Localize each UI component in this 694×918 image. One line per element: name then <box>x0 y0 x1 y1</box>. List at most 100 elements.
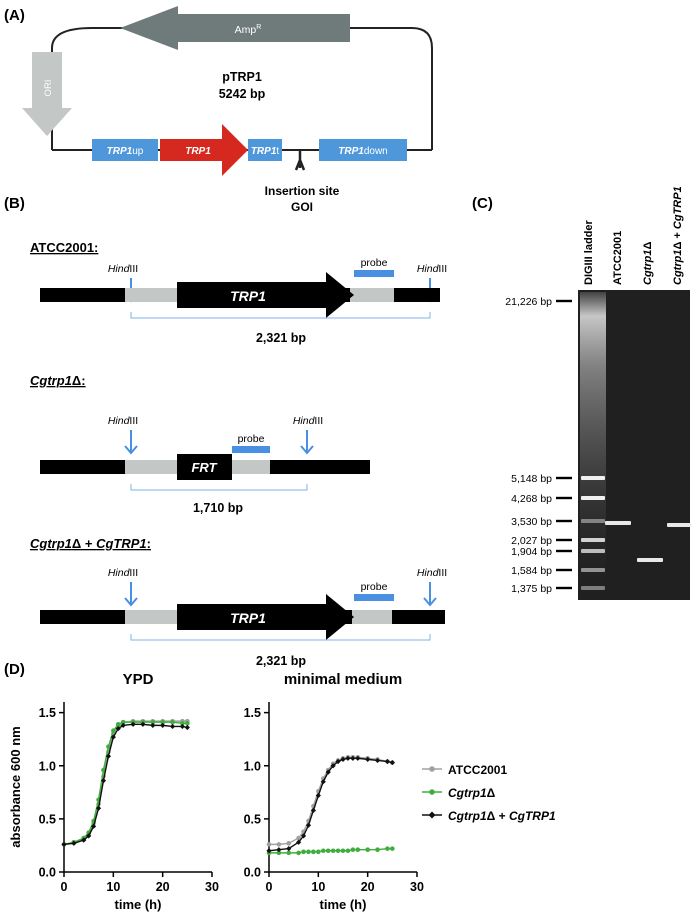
upstream-region <box>125 610 177 624</box>
x-tick-label: 10 <box>311 880 325 894</box>
x-axis-label: time (h) <box>320 897 367 912</box>
data-point <box>345 755 351 761</box>
x-tick-label: 30 <box>205 880 219 894</box>
fragment-bracket <box>130 634 431 641</box>
data-point <box>71 840 77 846</box>
data-point <box>120 722 126 728</box>
ampr-arrow <box>120 6 350 50</box>
y-tick-label: 0.5 <box>39 812 56 826</box>
gel-marker-label: 2,027 bp <box>511 535 552 547</box>
legend-marker-wt <box>429 766 435 772</box>
y-tick-label: 1.5 <box>39 706 56 720</box>
hindiii-arrow <box>124 430 138 455</box>
hindiii-label: HindIII <box>417 567 447 579</box>
data-point <box>184 724 190 731</box>
gel-band-wt <box>605 521 631 525</box>
ladder-smear <box>580 292 606 592</box>
gel-ladder-band <box>581 519 605 523</box>
gel-marker-label: 1,584 bp <box>511 565 552 577</box>
hindiii-label: HindIII <box>293 415 323 427</box>
trp1up-box <box>92 139 158 161</box>
data-point <box>390 846 395 851</box>
series-line <box>269 756 393 846</box>
data-point <box>384 758 390 765</box>
data-point <box>286 850 292 856</box>
data-point <box>375 847 380 852</box>
construct-complemented: Cgtrp1Δ + CgTRP1: HindIII HindIII TRP1 p… <box>30 536 447 668</box>
hindiii-arrow <box>300 430 314 455</box>
data-point <box>330 763 336 769</box>
chart-title: YPD <box>123 671 154 688</box>
data-point <box>325 848 331 854</box>
construct-complemented-title: Cgtrp1Δ + CgTRP1: <box>30 536 151 551</box>
y-tick-label: 1.0 <box>39 759 56 773</box>
trp1t-label: TRP1t <box>251 146 280 157</box>
ampr-label: AmpR <box>235 24 262 36</box>
data-point <box>120 719 126 725</box>
hindiii-label: HindIII <box>108 263 138 275</box>
data-point <box>130 721 136 727</box>
data-point <box>335 758 341 765</box>
data-point <box>306 849 311 855</box>
construct-wt: ATCC2001: HindIII HindIII TRP1 probe 2,3… <box>30 240 447 345</box>
y-tick-label: 0.5 <box>244 812 261 826</box>
plasmid-name: pTRP1 <box>222 70 262 84</box>
lane-label-complemented: Cgtrp1Δ + CgTRP1 <box>672 186 684 285</box>
upstream-region <box>125 288 177 302</box>
data-point <box>150 719 156 725</box>
panel-label-c: (C) <box>472 195 493 212</box>
data-point <box>340 756 346 762</box>
probe-bar <box>232 446 270 453</box>
data-point <box>150 722 156 728</box>
x-tick-label: 0 <box>61 880 68 894</box>
series-line <box>63 723 188 846</box>
data-point <box>266 848 272 854</box>
gel-panel: DIGIII ladder ATCC2001 Cgtrp1Δ Cgtrp1Δ +… <box>505 186 691 600</box>
downstream-region <box>352 610 392 624</box>
chart-title: minimal medium <box>284 671 402 688</box>
hindiii-arrow <box>124 582 138 607</box>
downstream-region <box>232 460 270 474</box>
data-point <box>101 767 106 773</box>
fragment-size-label: 2,321 bp <box>256 654 306 668</box>
data-point <box>345 848 351 854</box>
lane-label-wt: ATCC2001 <box>612 231 624 285</box>
x-tick-label: 20 <box>361 880 375 894</box>
data-point <box>335 848 341 854</box>
data-point <box>296 839 302 845</box>
series-line <box>63 721 188 846</box>
panel-label-a: (A) <box>4 7 25 24</box>
probe-label: probe <box>361 581 388 593</box>
data-point <box>276 847 282 853</box>
trp1down-box <box>319 139 407 161</box>
data-point <box>330 848 336 854</box>
data-point <box>276 842 282 847</box>
x-tick-label: 20 <box>156 880 170 894</box>
legend-label-mutant: Cgtrp1Δ <box>448 786 496 800</box>
data-point <box>276 850 282 856</box>
data-point <box>311 849 316 855</box>
probe-label: probe <box>361 257 388 269</box>
data-point <box>160 719 165 725</box>
gel-ladder-band <box>581 549 605 553</box>
gel-marker-label: 1,375 bp <box>511 583 552 595</box>
gel-band-complemented <box>667 523 691 527</box>
data-point <box>325 769 331 775</box>
upstream-region <box>125 460 177 474</box>
gel-band-group <box>605 521 691 562</box>
data-point <box>95 805 102 811</box>
data-point <box>106 744 111 749</box>
gel-ladder-band <box>581 538 605 542</box>
y-tick-label: 1.0 <box>244 759 261 773</box>
probe-label: probe <box>238 433 265 445</box>
hindiii-label: HindIII <box>108 415 138 427</box>
y-axis-label: absorbance 600 nm <box>8 726 23 847</box>
data-point <box>286 846 292 852</box>
ori-label: ORI <box>43 80 54 97</box>
fragment-bracket <box>130 484 308 491</box>
trp1t-box <box>248 139 282 161</box>
gel-marker-label: 4,268 bp <box>511 493 552 505</box>
trp1down-label: TRP1down <box>338 146 387 157</box>
data-point <box>320 779 326 785</box>
